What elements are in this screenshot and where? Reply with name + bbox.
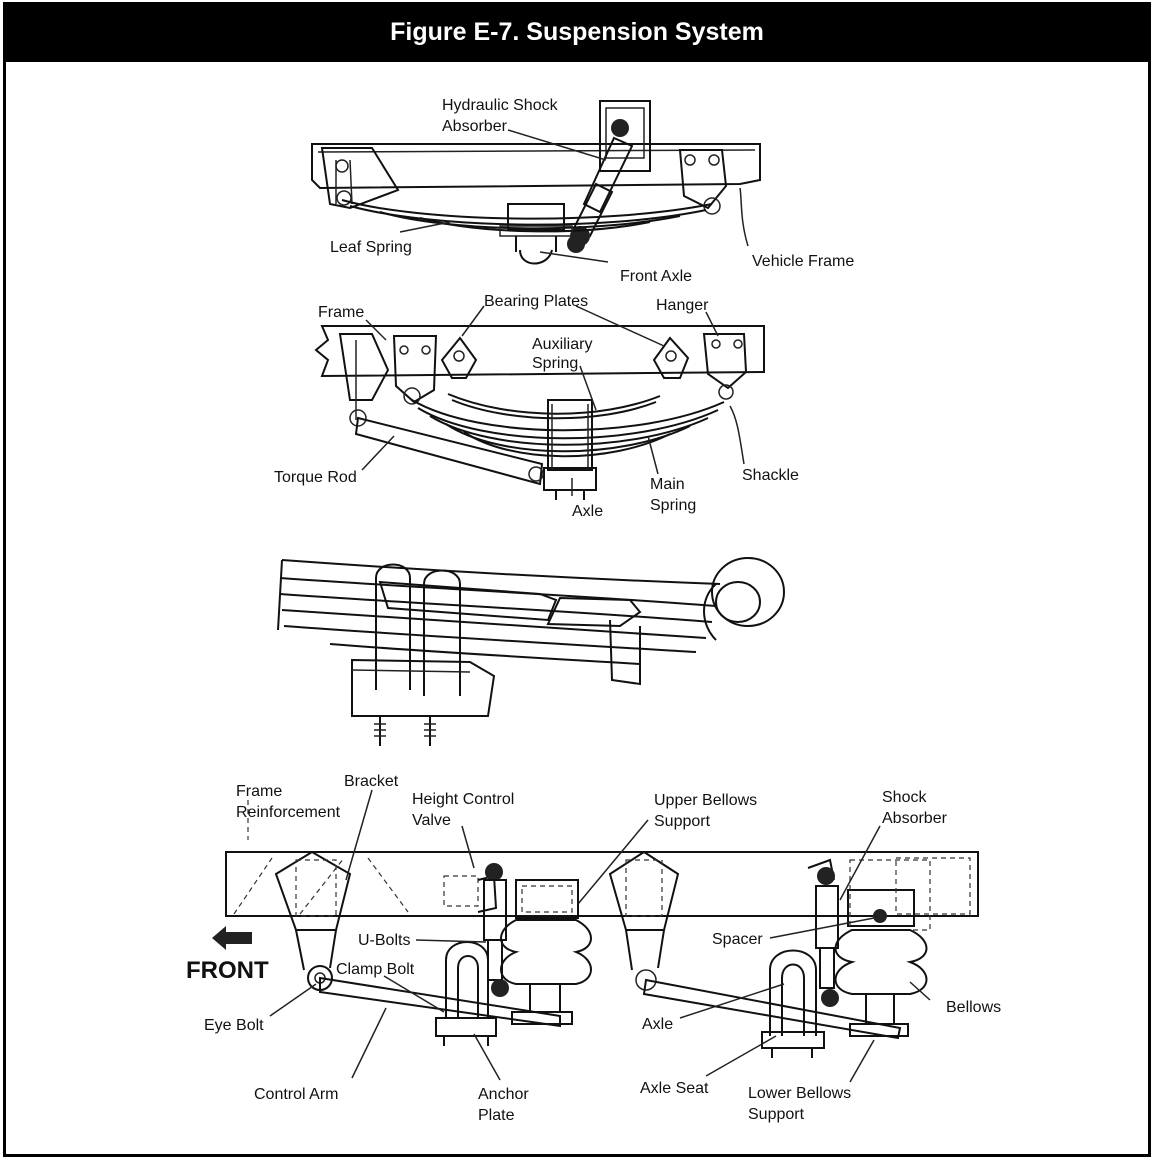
- label-hydraulic-shock: Hydraulic Shock: [442, 97, 559, 114]
- u-bolts-3d: [375, 563, 461, 696]
- frame-rail-2: [314, 325, 765, 378]
- leader-lines-2: [361, 305, 745, 496]
- label-frame: Frame: [318, 304, 364, 321]
- label-bearing-plates: Bearing Plates: [484, 293, 588, 310]
- label-u-bolts: U-Bolts: [358, 932, 410, 949]
- shock-absorber-right: [807, 858, 839, 1007]
- spring-clamp-axle-1: [499, 203, 585, 265]
- label-main: Main: [650, 476, 685, 493]
- label-absorber: Absorber: [442, 118, 508, 135]
- bellows-left: [500, 919, 592, 985]
- label-shock-absorber: Absorber: [882, 810, 948, 827]
- height-control-valve: [443, 874, 498, 913]
- front-arrow: [212, 926, 252, 950]
- main-spring-pack: [411, 399, 725, 458]
- label-auxiliary-spring: Spring: [532, 355, 578, 372]
- control-arm-right: [642, 978, 902, 1040]
- label-lower-bellows: Lower Bellows: [748, 1085, 851, 1102]
- label-clamp-bolt: Clamp Bolt: [336, 961, 415, 978]
- label-control-arm: Control Arm: [254, 1086, 338, 1103]
- label-anchor-plate: Plate: [478, 1107, 515, 1124]
- leader-lines-4: [269, 789, 931, 1083]
- label-valve: Valve: [412, 812, 451, 829]
- left-spring-hanger-1: [320, 147, 400, 210]
- label-upper-bellows: Upper Bellows: [654, 792, 757, 809]
- hanger-right: [702, 333, 748, 400]
- label-spacer: Spacer: [712, 931, 763, 948]
- u-bolt-axle-left: [435, 941, 497, 1046]
- label-front: FRONT: [186, 957, 269, 984]
- label-auxiliary: Auxiliary: [532, 336, 592, 353]
- label-axle-4: Axle: [642, 1016, 673, 1033]
- axle-seat-bolts: [374, 716, 436, 746]
- label-eye-bolt: Eye Bolt: [204, 1017, 264, 1034]
- bearing-plate-right: [652, 336, 690, 379]
- label-leaf-spring: Leaf Spring: [330, 239, 412, 256]
- shock-mount-bracket: [599, 100, 651, 172]
- frame-reinforcement-dashed: [233, 800, 409, 915]
- spring-eye: [703, 557, 785, 641]
- diagram-air-suspension: Frame Reinforcement Bracket Height Contr…: [186, 773, 1001, 1124]
- frame-rail-4: [225, 851, 979, 917]
- upper-bellows-support-left: [515, 879, 579, 919]
- lower-bellows-pedestal-left: [511, 984, 573, 1025]
- bracket-left: [274, 850, 352, 991]
- hanger-left-b: [392, 335, 438, 405]
- leader-lines-1: [399, 129, 749, 263]
- label-frame-reinforcement: Reinforcement: [236, 804, 341, 821]
- label-front-axle: Front Axle: [620, 268, 692, 285]
- label-main-spring: Spring: [650, 497, 696, 514]
- diagram-leaf-spring-perspective: [277, 557, 785, 746]
- label-shackle: Shackle: [742, 467, 799, 484]
- label-bracket: Bracket: [344, 773, 399, 790]
- axle-seat-block: [351, 658, 496, 717]
- label-bellows: Bellows: [946, 999, 1001, 1016]
- label-height-control: Height Control: [412, 791, 514, 808]
- spring-leaves-3d: [277, 559, 721, 665]
- bearing-plate-left: [440, 336, 478, 379]
- label-axle-seat: Axle Seat: [640, 1080, 709, 1097]
- label-frame: Frame: [236, 783, 282, 800]
- bellows-right: [834, 929, 928, 995]
- spring-u-bolt-clamp-2: [543, 399, 597, 500]
- spring-band-clip: [609, 619, 641, 686]
- hanger-left-a: [338, 333, 390, 427]
- diagram-torque-rod-suspension: Frame Bearing Plates Hanger Auxiliary Sp…: [274, 293, 799, 520]
- right-spring-hanger-1: [678, 149, 728, 215]
- label-anchor: Anchor: [478, 1086, 529, 1103]
- clamp-plate-3d: [378, 580, 642, 628]
- label-shock: Shock: [882, 789, 927, 806]
- diagram-leaf-spring-shock: Hydraulic Shock Absorber Leaf Spring Fro…: [311, 97, 854, 285]
- torque-rod: [354, 416, 544, 486]
- label-upper-bellows-support: Support: [654, 813, 711, 830]
- shock-absorber-left: [483, 863, 509, 997]
- label-torque-rod: Torque Rod: [274, 469, 357, 486]
- figure-border: [3, 2, 1151, 1157]
- label-hanger: Hanger: [656, 297, 709, 314]
- label-axle-2: Axle: [572, 503, 603, 520]
- label-lower-bellows-support: Support: [748, 1106, 805, 1123]
- figure-title: Figure E-7. Suspension System: [3, 2, 1151, 62]
- u-bolt-axle-right: [761, 949, 825, 1058]
- bracket-right: [608, 850, 680, 991]
- label-vehicle-frame: Vehicle Frame: [752, 253, 854, 270]
- control-arm-left: [319, 976, 561, 1028]
- auxiliary-spring: [447, 393, 661, 420]
